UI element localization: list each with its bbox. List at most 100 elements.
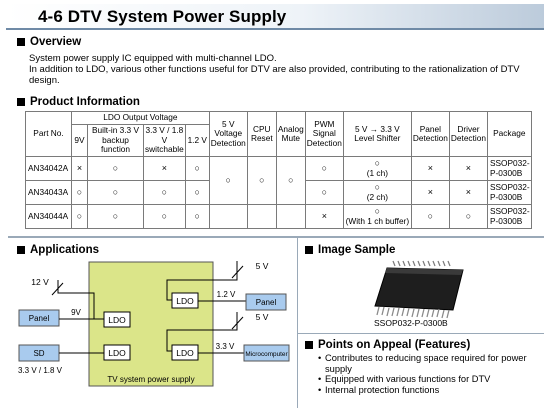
overview-line-2: In addition to LDO, various other functi…	[29, 64, 520, 86]
th-builtin: Built-in 3.3 V backup function	[87, 124, 144, 157]
cell-cpu-reset: ○	[246, 156, 277, 205]
points-heading: Points on Appeal (Features)	[305, 339, 470, 351]
cell-analog-mute-empty	[275, 204, 306, 229]
microcomputer-box	[243, 344, 290, 362]
shifter-mark: ○	[374, 158, 381, 168]
cell-panel-detection: ×	[410, 156, 450, 181]
overview-line-1: System power supply IC equipped with mul…	[29, 53, 277, 64]
chip-image	[374, 260, 464, 319]
table-row: AN34044A ○ ○ ○ ○ × ○ (With 1 ch buffer) …	[25, 204, 532, 229]
square-bullet-icon	[17, 246, 25, 254]
cell-package: SSOP032-P-0300B	[486, 156, 532, 181]
th-level-shifter: 5 V → 3.3 V Level Shifter	[342, 111, 412, 157]
applications-heading-text: Applications	[30, 244, 100, 256]
cell-driver-detection: ×	[448, 180, 488, 205]
list-item: Equipped with various functions for DTV	[318, 374, 540, 385]
th-part-no: Part No.	[25, 111, 72, 157]
points-list: Contributes to reducing space required f…	[318, 353, 540, 395]
cell-cpu-reset-empty	[246, 204, 277, 229]
list-item: Contributes to reducing space required f…	[318, 353, 540, 374]
th-5v-detection: 5 V Voltage Detection	[208, 111, 248, 157]
cell-package: SSOP032-P-0300B	[486, 180, 532, 205]
square-bullet-icon	[17, 38, 25, 46]
cell-5v-detection: ○	[208, 156, 248, 205]
overview-text: System power supply IC equipped with mul…	[29, 53, 543, 86]
tv-block-label: TV system power supply	[107, 375, 194, 384]
th-package: Package	[486, 111, 532, 157]
cell-1-2v: ○	[184, 156, 210, 181]
cell-builtin: ○	[87, 156, 144, 181]
cell-level-shifter: ○ (With 1 ch buffer)	[342, 204, 412, 229]
overview-heading-text: Overview	[30, 36, 82, 48]
ldo-label: LDO	[108, 315, 126, 325]
image-sample-heading-text: Image Sample	[318, 244, 396, 256]
sd-voltage-label: 3.3 V / 1.8 V	[18, 366, 63, 375]
page-title: 4-6 DTV System Power Supply	[38, 7, 287, 26]
cell-9v: ○	[71, 180, 88, 205]
cell-driver-detection: ○	[448, 204, 488, 229]
shifter-note: (With 1 ch buffer)	[345, 215, 410, 226]
cell-part: AN34044A	[25, 204, 72, 229]
table-row: AN34042A × ○ × ○ ○ ○ ○ ○ ○ (1 ch) × × SS…	[25, 156, 532, 205]
square-bullet-icon	[305, 246, 313, 254]
image-sample-heading: Image Sample	[305, 244, 395, 256]
th-ldo-group: LDO Output Voltage	[71, 111, 210, 125]
application-diagram: TV system power supply LDO LDO LDO LDO 1…	[18, 261, 290, 387]
top-5v-label: 5 V	[256, 261, 269, 271]
cell-switchable: ○	[143, 204, 186, 229]
input-12v-label: 12 V	[31, 277, 49, 287]
cell-level-shifter: ○ (2 ch)	[342, 180, 412, 205]
points-heading-text: Points on Appeal (Features)	[318, 339, 471, 351]
cell-pwm: ○	[304, 156, 344, 181]
cell-1-2v: ○	[184, 180, 210, 205]
image-caption: SSOP032-P-0300B	[374, 318, 448, 328]
cell-9v: ○	[71, 204, 88, 229]
chip-body-top	[385, 268, 463, 275]
th-pwm: PWM Signal Detection	[304, 111, 344, 157]
mid-5v-label: 5 V	[256, 312, 269, 322]
cell-5v-detection-empty	[208, 204, 248, 229]
panel-right-box	[245, 293, 287, 311]
cell-pwm: ○	[304, 180, 344, 205]
cell-panel-detection: ×	[410, 180, 450, 205]
cell-level-shifter: ○ (1 ch)	[342, 156, 412, 181]
shifter-mark: ○	[374, 206, 381, 216]
list-item: Internal protection functions	[318, 385, 540, 396]
wire-top-5v	[166, 261, 238, 301]
v33-label: 3.3 V	[216, 342, 235, 351]
sd-label: SD	[33, 349, 44, 358]
cell-1-2v: ○	[184, 204, 210, 229]
arrow-icon	[51, 282, 64, 296]
cell-builtin: ○	[87, 180, 144, 205]
cell-package: SSOP032-P-0300B	[486, 204, 532, 229]
v9-label: 9V	[71, 308, 81, 317]
cell-part: AN34043A	[25, 180, 72, 205]
right-section-divider	[297, 333, 544, 334]
table-row: AN34043A ○ ○ ○ ○ ○ ○ (2 ch) × × SSOP032-…	[25, 180, 532, 205]
chip-pins-top	[392, 260, 451, 267]
chip-pins-bottom	[376, 306, 450, 319]
cell-9v: ×	[71, 156, 88, 181]
panel-right-label: Panel	[256, 298, 277, 307]
section-divider	[8, 236, 544, 238]
shifter-note: (1 ch)	[366, 167, 388, 178]
shifter-mark: ○	[374, 182, 381, 192]
product-info-heading-text: Product Information	[30, 96, 140, 108]
panel-left-box	[18, 309, 60, 327]
product-info-heading: Product Information	[17, 96, 140, 108]
th-9v: 9V	[71, 124, 88, 157]
applications-heading: Applications	[17, 244, 99, 256]
th-1-2v: 1.2 V	[184, 124, 210, 157]
title-bar: 4-6 DTV System Power Supply	[6, 4, 544, 30]
cell-part: AN34042A	[25, 156, 72, 181]
chip-body	[374, 267, 464, 311]
cell-driver-detection: ×	[448, 156, 488, 181]
panel-left-label: Panel	[29, 314, 50, 323]
microcomputer-label: Microcomputer	[245, 351, 288, 358]
ldo-label: LDO	[176, 348, 194, 358]
ldo-label: LDO	[176, 296, 194, 306]
th-cpu-reset: CPU Reset	[246, 111, 277, 157]
th-analog-mute: Analog Mute	[275, 111, 306, 157]
product-table: Part No. LDO Output Voltage 5 V Voltage …	[25, 111, 532, 229]
v12-label: 1.2 V	[217, 290, 236, 299]
